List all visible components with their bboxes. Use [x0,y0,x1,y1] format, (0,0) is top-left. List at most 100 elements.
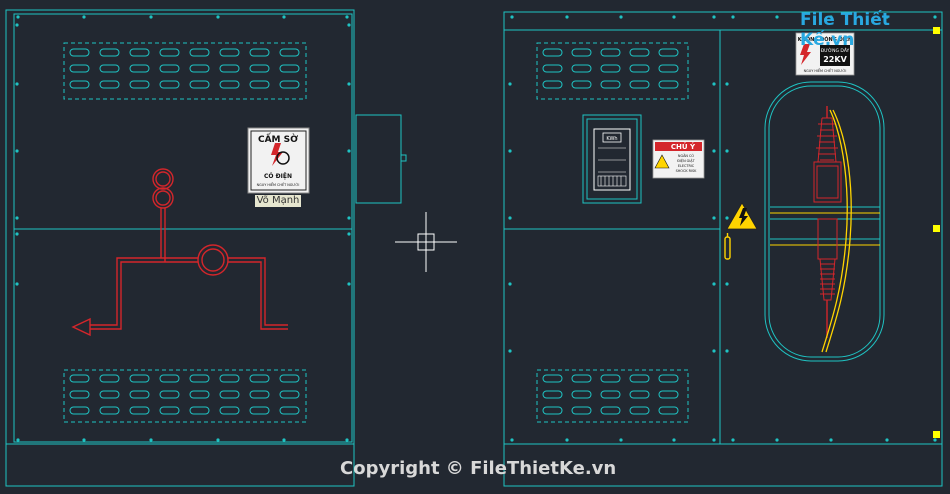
caution-sign-header [655,142,702,151]
left-cabinet-door [13,13,353,443]
warning-triangle-icon [654,154,670,169]
ct-ring-outer [197,244,229,276]
left-top-vent-slots [69,48,300,89]
bolt-dot [829,438,833,442]
door-handle [724,236,731,260]
bolt-dot [619,15,623,19]
bolt-dot [933,15,937,19]
meter-window-inner [586,118,638,200]
vent-slot [219,64,240,73]
vent-slot [629,64,650,73]
bolt-dot [619,438,623,442]
vent-slot [99,390,120,399]
right-cabinet-outer [503,11,943,487]
bolt-dot [15,282,19,286]
vent-slot [542,390,563,399]
vent-slot [189,374,210,383]
bolt-dot [672,15,676,19]
bolt-dot [282,15,286,19]
transformer-coil-top [152,168,174,190]
vent-slot [658,64,679,73]
bolt-dot [149,438,153,442]
vent-slot [658,48,679,57]
vent-slot [189,64,210,73]
vent-slot [69,390,90,399]
transformer-coil-bottom [152,187,174,209]
vent-slot [99,374,120,383]
marker-bottom [933,431,940,438]
bolt-dot [347,149,351,153]
danger-sign: CẤM SỜ CÓ ĐIỆN NGUY HIỂM CHẾT NGƯỜI [247,127,310,194]
vent-slot [542,80,563,89]
vent-slot [279,374,300,383]
vent-slot [571,80,592,89]
vent-slot [600,390,621,399]
vent-slot [600,374,621,383]
vent-slot [249,48,270,57]
caution-line-2: ĐIỆN GIẬT [677,158,695,163]
left-bottom-vent [63,369,307,423]
bolt-dot [15,149,19,153]
high-voltage-bolt [739,208,748,226]
insulator-sheds [816,117,838,161]
right-bottom-vent [536,369,689,423]
bolt-dot [16,438,20,442]
danger-sign-frame [247,127,310,194]
bolt-dot [775,15,779,19]
vent-slot [658,390,679,399]
bolt-dot [508,282,512,286]
bolt-dot [712,149,716,153]
bolt-dot [345,15,349,19]
vent-slot [600,64,621,73]
left-top-vent [63,42,307,100]
vent-slot [159,406,180,415]
bolt-dot [731,438,735,442]
bolt-dot [829,15,833,19]
vent-slot [629,374,650,383]
bolt-dot [712,282,716,286]
bolt-dot [672,438,676,442]
vent-slot [219,80,240,89]
bolt-dot [933,438,937,442]
bolt-dot [885,15,889,19]
vent-slot [600,406,621,415]
meter-window-outer [582,114,642,204]
vent-slot [658,80,679,89]
danger-sign-title: CẤM SỜ [258,132,298,145]
hand-icon [276,151,290,165]
bolt-dot [712,216,716,220]
bolt-dot [712,438,716,442]
vent-slot [129,374,150,383]
bolt-dot [216,438,220,442]
vent-slot [159,64,180,73]
bolt-dot [345,438,349,442]
right-bottom-vent-slots [542,374,679,415]
vent-slot [219,406,240,415]
bolt-dot [216,15,220,19]
vent-slot [99,64,120,73]
bolt-dot [16,15,20,19]
vent-slot [571,406,592,415]
bolt-dot [775,438,779,442]
lightning-icon [271,143,283,166]
bolt-dot [82,15,86,19]
bolt-dot [725,282,729,286]
vent-slot [629,48,650,57]
caution-line-4: SHOCK RISK [676,169,698,173]
vent-slot [129,64,150,73]
bolt-dot [725,82,729,86]
bolt-dot [725,349,729,353]
insulator-chamber-outer [764,81,885,362]
bolt-dot [565,15,569,19]
bolt-dot [347,232,351,236]
right-cabinet [503,11,943,487]
energy-meter-display [602,132,622,143]
vent-slot [658,406,679,415]
bolt-dot [15,82,19,86]
vent-slot [279,80,300,89]
vent-slot [542,64,563,73]
bolt-dot [347,216,351,220]
bolt-dot [15,232,19,236]
vent-slot [129,406,150,415]
vent-slot [249,374,270,383]
